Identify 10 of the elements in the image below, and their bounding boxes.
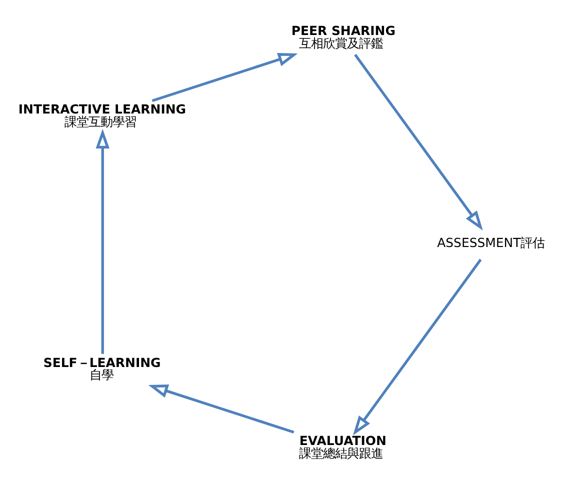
node-text: ASSESSMENT評估	[437, 234, 545, 250]
arrow	[148, 384, 294, 434]
arrow	[352, 258, 482, 435]
arrow	[96, 128, 110, 354]
node-text: PEER SHARING 互相欣賞及評鑑	[291, 22, 396, 50]
node-text: EVALUATION 課堂總結與跟進	[298, 432, 386, 460]
node-text: SELF－LEARNING 自學	[43, 354, 161, 382]
arrow	[152, 52, 298, 102]
arrow	[354, 53, 483, 230]
node-text: INTERACTIVE LEARNING 課堂互動學習	[18, 100, 186, 128]
